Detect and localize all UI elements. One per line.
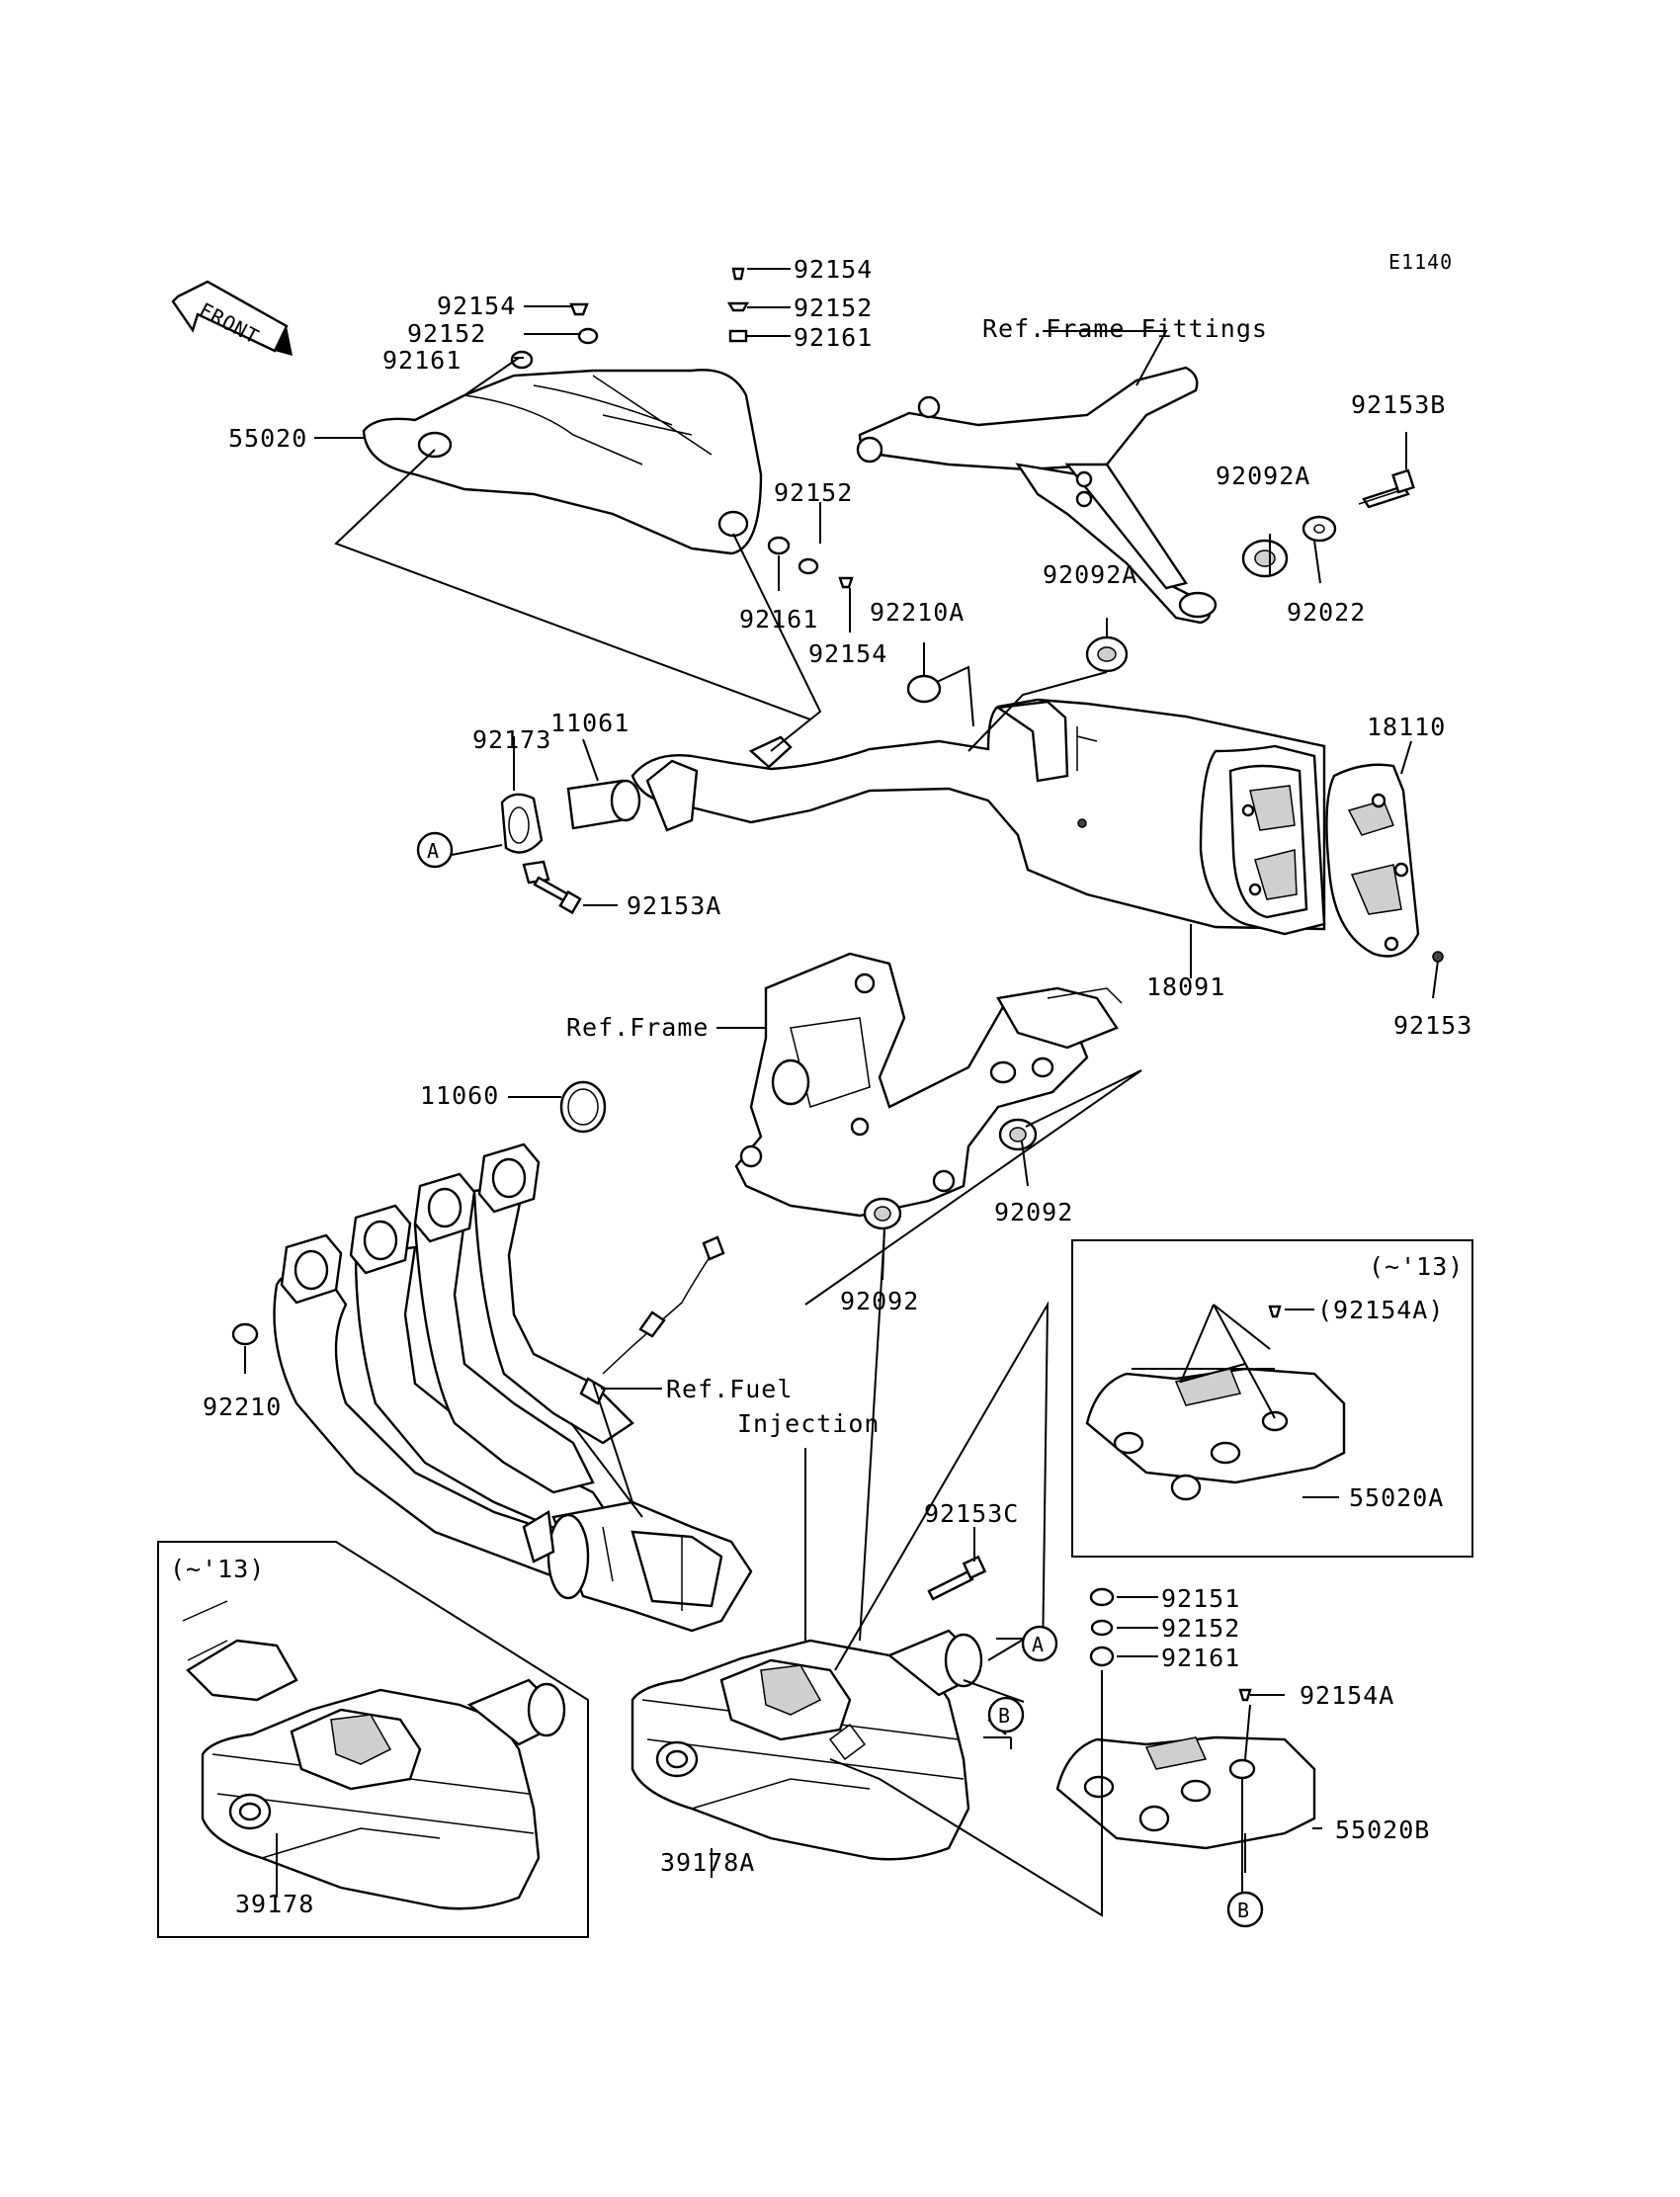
part-92161-b: 92161 xyxy=(1161,1644,1240,1672)
nut-92092a-1 xyxy=(1241,539,1289,578)
part-92152-b: 92152 xyxy=(1161,1614,1240,1643)
callout-b-1: B xyxy=(987,1696,1025,1733)
part-92153b: 92153B xyxy=(1351,390,1446,419)
part-92161-m: 92161 xyxy=(739,605,818,634)
part-92154-top: 92154 xyxy=(794,255,873,284)
callout-b-2: B xyxy=(1226,1891,1264,1928)
callout-a-1: A xyxy=(416,831,454,869)
silencer-39178a xyxy=(630,1629,983,1861)
inset-box-55020a xyxy=(1071,1239,1473,1558)
screw-set-left xyxy=(510,302,599,370)
part-92154-l: 92154 xyxy=(437,292,516,320)
part-55020: 55020 xyxy=(228,424,307,453)
part-18110: 18110 xyxy=(1367,713,1446,741)
part-92092a-1: 92092A xyxy=(1216,462,1310,490)
ref-frame-fittings: Ref.Frame Fittings xyxy=(982,314,1268,343)
part-92161-l: 92161 xyxy=(382,346,462,375)
part-92152-top: 92152 xyxy=(794,294,873,322)
ref-frame: Ref.Frame xyxy=(566,1013,709,1042)
part-55020b: 55020B xyxy=(1335,1816,1430,1844)
diagram-code: E1140 xyxy=(1388,250,1453,274)
header-flange xyxy=(280,1142,541,1305)
nut-92092a-2 xyxy=(1085,635,1129,673)
part-92151: 92151 xyxy=(1161,1584,1240,1613)
muffler-18091 xyxy=(630,698,1444,963)
callout-a-1-label: A xyxy=(427,839,440,863)
part-92153: 92153 xyxy=(1393,1011,1472,1040)
bolt-92153a xyxy=(533,876,582,915)
frame-ref xyxy=(734,952,1123,1218)
part-92210: 92210 xyxy=(203,1393,282,1421)
part-92210a: 92210A xyxy=(870,598,965,627)
ref-fuel-2: Injection xyxy=(737,1409,880,1438)
variant-note-left: (~'13) xyxy=(170,1555,265,1583)
part-92092a-2: 92092A xyxy=(1043,560,1137,589)
part-92022: 92022 xyxy=(1287,598,1366,627)
part-92152-l: 92152 xyxy=(407,319,486,348)
callout-a-2-label: A xyxy=(1032,1633,1045,1656)
part-92154a-paren: (92154A) xyxy=(1317,1296,1444,1324)
nut-92210a xyxy=(906,674,942,704)
part-55020a: 55020A xyxy=(1349,1483,1444,1512)
part-92152-m: 92152 xyxy=(774,478,853,507)
washer-stack-b xyxy=(1089,1587,1252,1702)
gasket-11060 xyxy=(559,1080,607,1134)
part-92154-m: 92154 xyxy=(808,639,887,668)
clamp-92173 xyxy=(500,793,550,885)
washer-92022 xyxy=(1302,515,1337,543)
ref-fuel-1: Ref.Fuel xyxy=(666,1375,793,1403)
link-pipe xyxy=(645,735,793,832)
part-39178: 39178 xyxy=(235,1890,314,1918)
part-11061: 11061 xyxy=(550,709,630,737)
part-92153c: 92153C xyxy=(924,1499,1019,1528)
nut-92092-2 xyxy=(863,1197,902,1230)
bolt-92153b xyxy=(1358,468,1415,509)
heat-cover-55020 xyxy=(362,369,763,555)
nut-92210 xyxy=(231,1322,259,1346)
oxygen-sensor xyxy=(579,1235,725,1405)
screw-set-mid xyxy=(767,536,854,589)
part-92154a: 92154A xyxy=(1300,1681,1394,1710)
part-92092-1: 92092 xyxy=(994,1198,1073,1226)
bolt-92153c xyxy=(927,1555,987,1601)
gasket-11061 xyxy=(566,779,641,830)
variant-note-right: (~'13) xyxy=(1369,1252,1464,1281)
callout-b-2-label: B xyxy=(1237,1899,1250,1922)
part-39178a: 39178A xyxy=(660,1848,755,1877)
part-92161-top: 92161 xyxy=(794,323,873,352)
part-92092-2: 92092 xyxy=(840,1287,919,1315)
inset-box-39178 xyxy=(157,1541,589,1938)
callout-a-2: A xyxy=(1021,1625,1058,1662)
screw-set-top xyxy=(726,267,750,343)
frame-fittings-bracket xyxy=(856,366,1218,625)
front-arrow-icon: FRONT xyxy=(171,280,293,356)
heat-cover-55020b xyxy=(1055,1735,1316,1850)
part-11060: 11060 xyxy=(420,1081,499,1110)
exhaust-header-pipes xyxy=(273,1142,753,1633)
part-18091: 18091 xyxy=(1146,972,1225,1001)
part-92153a: 92153A xyxy=(627,891,721,920)
part-92173: 92173 xyxy=(472,725,551,754)
callout-b-1-label: B xyxy=(998,1704,1011,1728)
